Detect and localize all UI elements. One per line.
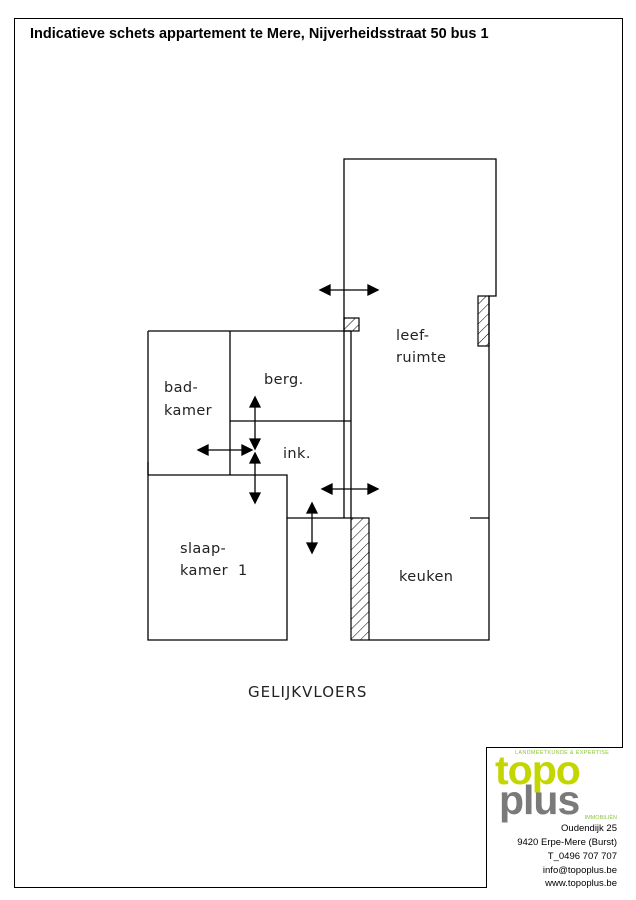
logo-subline: IMMOBILIËN: [584, 815, 617, 821]
room-label-ruimte: ruimte: [396, 350, 446, 366]
room-label-bad: bad-: [164, 380, 198, 396]
room-label-kamer: kamer: [164, 403, 212, 419]
company-logo-box: LANDMEETKUNDE & EXPERTISE topo plus IMMO…: [486, 747, 623, 889]
hatched-wall-right: [477, 295, 490, 347]
arrow-vertical-bedroom: [248, 451, 262, 505]
logo-word-plus: plus: [499, 777, 580, 823]
arrow-horizontal-living: [318, 283, 380, 297]
page-title: Indicatieve schets appartement te Mere, …: [30, 26, 489, 42]
room-label-keuken: keuken: [399, 569, 453, 585]
room-label-slaap: slaap-: [180, 541, 226, 557]
room-label-kamer1: kamer 1: [180, 563, 248, 579]
arrow-horizontal-hall: [320, 482, 380, 496]
room-label-berg: berg.: [264, 372, 304, 388]
wall-bedroom-top: [148, 474, 288, 518]
floor-label: GELIJKVLOERS: [248, 683, 367, 701]
wall-living-outline: [343, 158, 497, 641]
contact-street: Oudendijk 25: [561, 823, 617, 834]
hatched-wall-kitchen: [350, 517, 370, 641]
page-frame: [14, 18, 623, 888]
logo-word-topo: topo: [495, 747, 581, 793]
hatched-wall-small: [343, 317, 360, 332]
contact-phone: T_0496 707 707: [547, 851, 617, 862]
room-label-ink: ink.: [283, 446, 311, 462]
contact-email[interactable]: info@topoplus.be: [542, 865, 617, 876]
arrow-horizontal-bath: [196, 443, 254, 457]
arrow-vertical-storage: [248, 395, 262, 451]
arrow-vertical-corridor: [305, 501, 319, 555]
room-label-leef: leef-: [396, 328, 429, 344]
wall-left-block: [147, 330, 351, 641]
contact-city: 9420 Erpe-Mere (Burst): [517, 837, 617, 848]
logo-tagline: LANDMEETKUNDE & EXPERTISE: [515, 750, 610, 756]
contact-website[interactable]: www.topoplus.be: [545, 878, 617, 889]
